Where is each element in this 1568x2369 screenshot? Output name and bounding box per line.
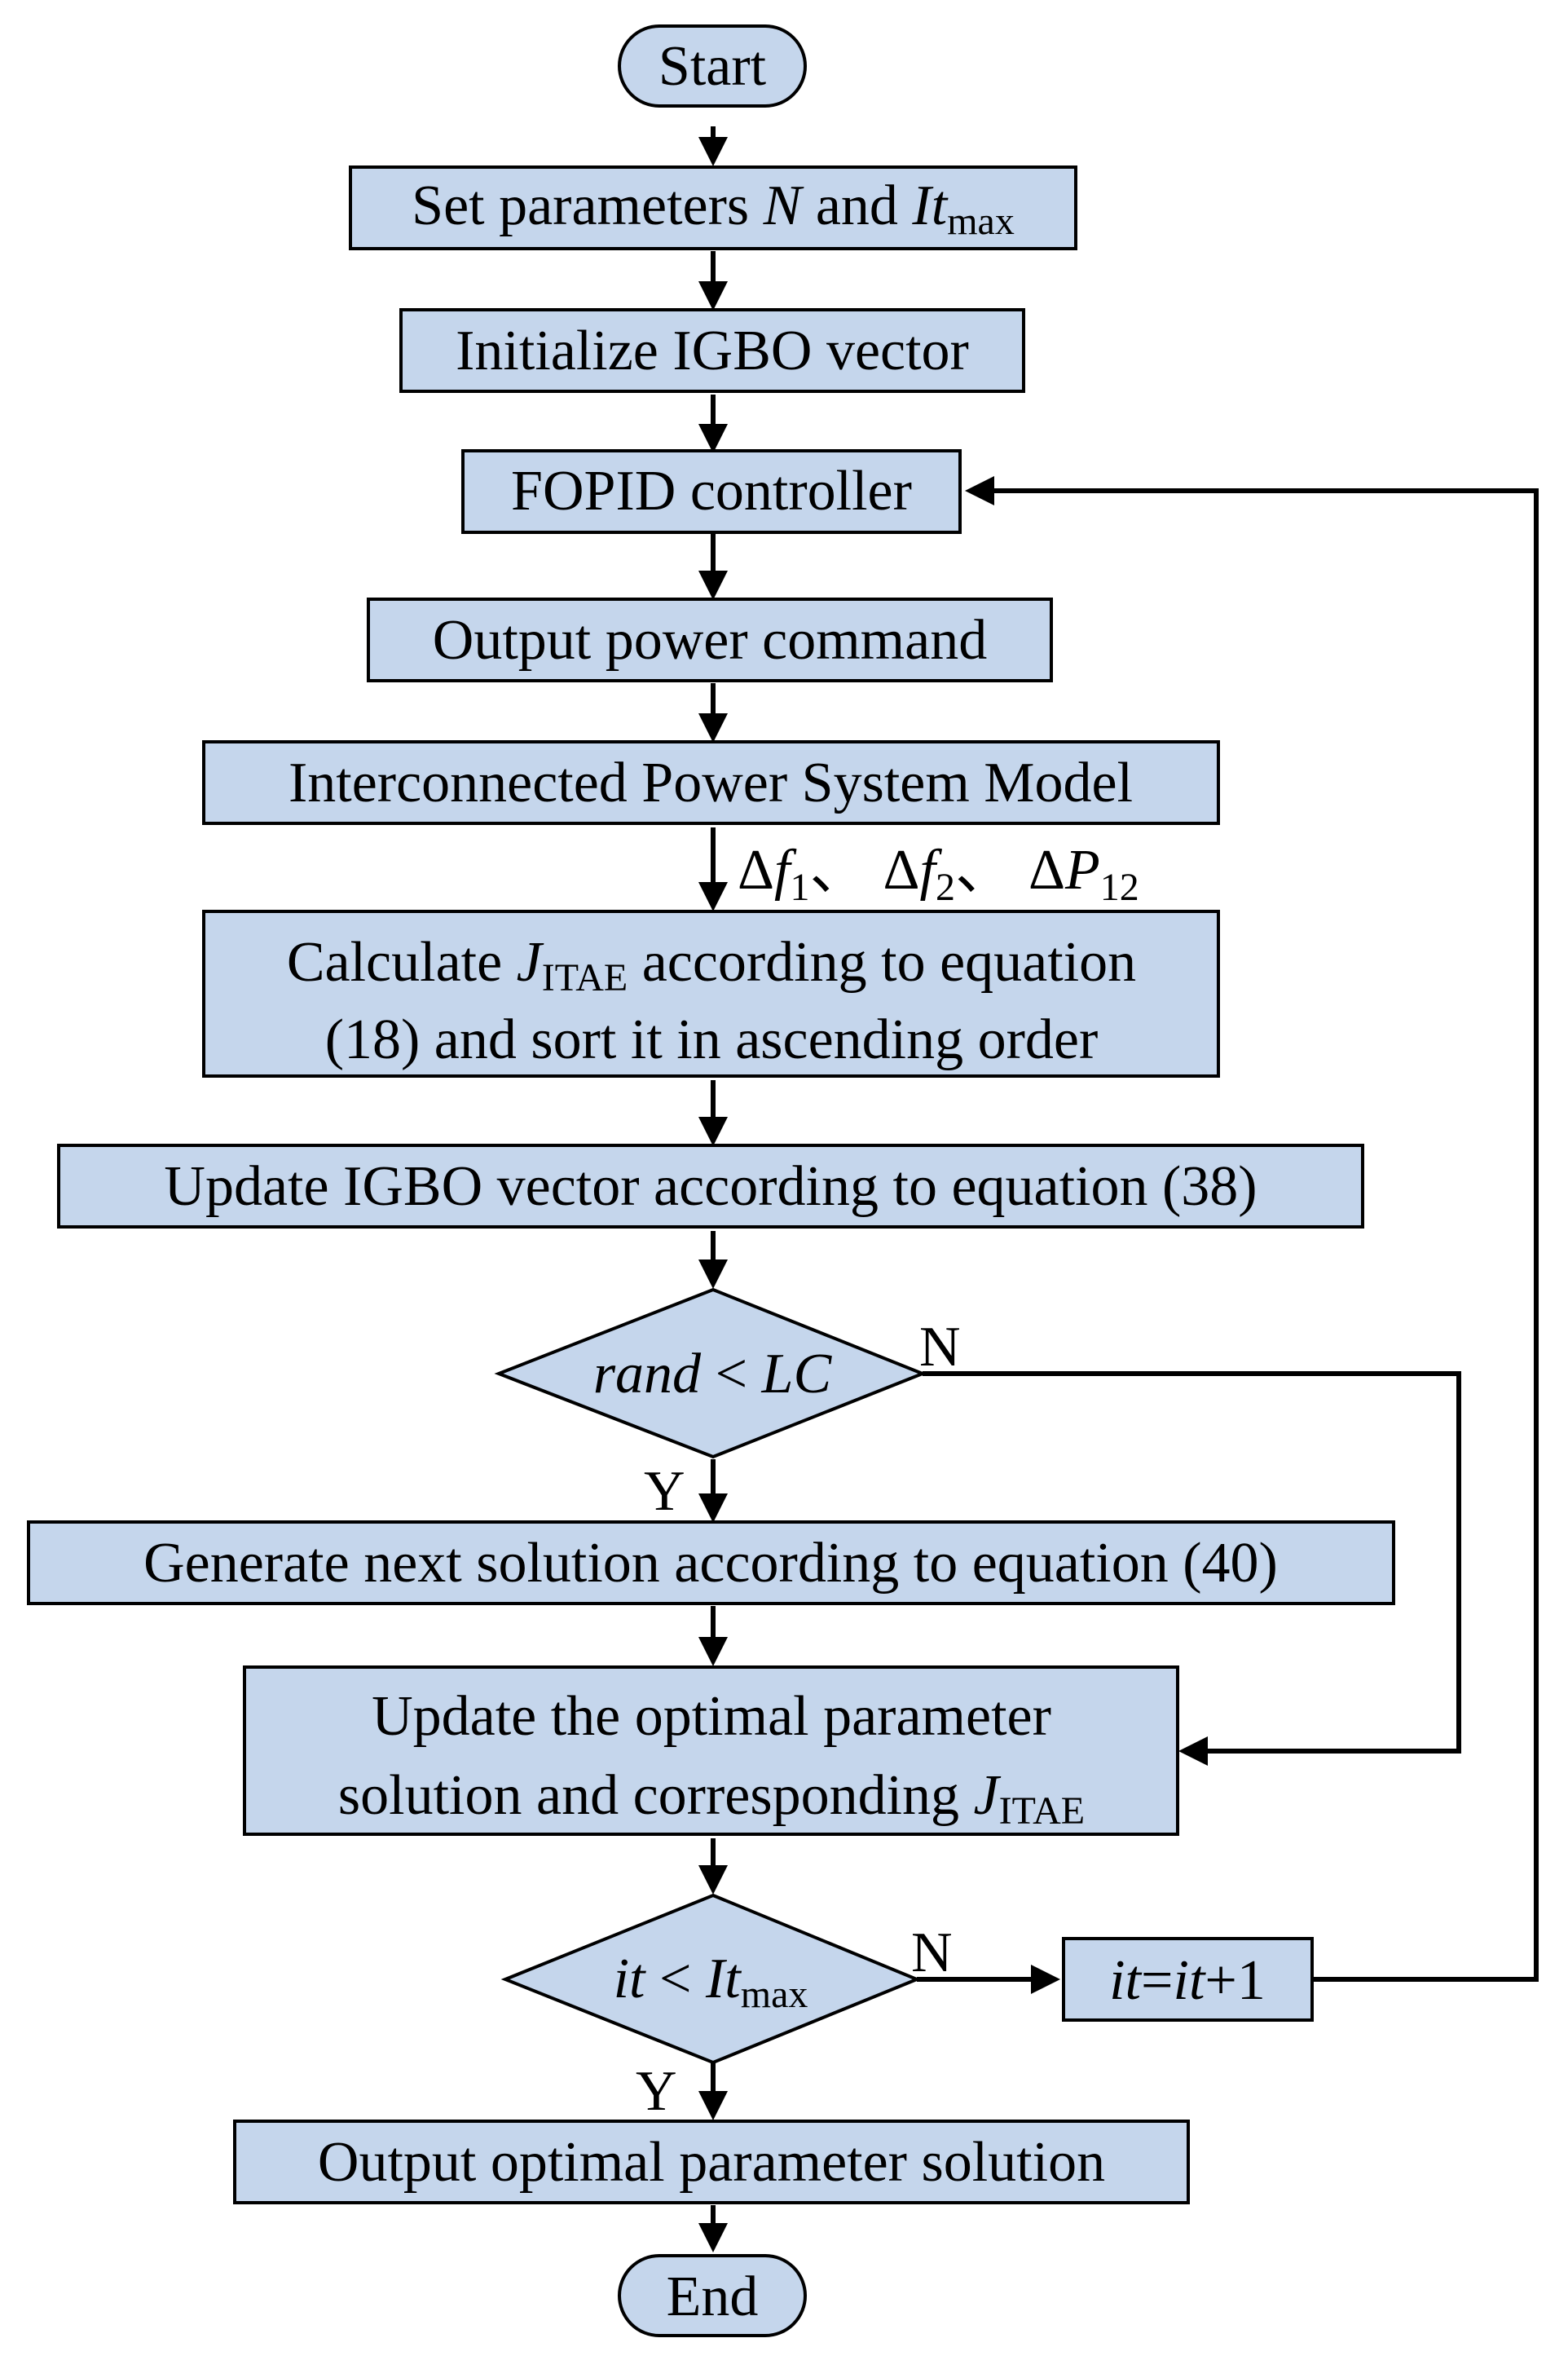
start-terminal: Start [618,24,807,108]
decision-it-itmax-label: it < Itmax [614,1948,808,2016]
calculate-label-line2: (18) and sort it in ascending order [325,1008,1099,1071]
decision1-yes-label: Y [644,1460,685,1523]
increment-label: it=it+1 [1109,1949,1266,2012]
output-command-box: Output power command [367,598,1053,682]
connectors [698,126,1539,2252]
decision-rand-lc: rand < LC [494,1287,927,1459]
increment-box: it=it+1 [1062,1937,1314,2022]
decision2-no-label: N [911,1921,953,1984]
update-optimal-box: Update the optimal parameter solution an… [243,1665,1179,1836]
initialize-label: Initialize IGBO vector [456,320,969,382]
end-label: End [667,2265,759,2328]
model-label: Interconnected Power System Model [288,752,1133,814]
generate-label: Generate next solution according to equa… [143,1532,1278,1595]
update-optimal-label-line1: Update the optimal parameter [372,1685,1051,1748]
output-optimal-label: Output optimal parameter solution [318,2131,1105,2194]
output-command-label: Output power command [433,609,987,672]
generate-box: Generate next solution according to equa… [27,1520,1395,1605]
start-label: Start [658,35,767,98]
decision2-yes-label: Y [636,2060,677,2123]
initialize-box: Initialize IGBO vector [399,308,1025,393]
decision1-no-label: N [919,1316,961,1379]
set-parameters-box: Set parameters N and Itmax [349,165,1077,250]
set-parameters-label: Set parameters N and Itmax [412,174,1015,243]
update-vector-box: Update IGBO vector according to equation… [57,1144,1364,1229]
output-optimal-box: Output optimal parameter solution [233,2120,1190,2204]
end-terminal: End [618,2254,807,2337]
decision-it-itmax: it < Itmax [500,1893,922,2065]
decision-rand-lc-label: rand < LC [593,1343,833,1405]
calculate-box: Calculate JITAE according to equation (1… [202,910,1220,1078]
fopid-box: FOPID controller [461,449,962,534]
arrow-decision1-no-branch [923,1371,1461,1766]
fopid-label: FOPID controller [511,460,912,523]
calculate-label-line1: Calculate JITAE according to equation [287,931,1136,999]
signals-label: Δf1、Δf2、ΔP12 [738,839,1139,909]
model-box: Interconnected Power System Model [202,740,1220,825]
update-vector-label: Update IGBO vector according to equation… [164,1155,1257,1218]
arrow-loop-back [965,476,1539,1982]
update-optimal-label-line2: solution and corresponding JITAE [338,1764,1085,1833]
